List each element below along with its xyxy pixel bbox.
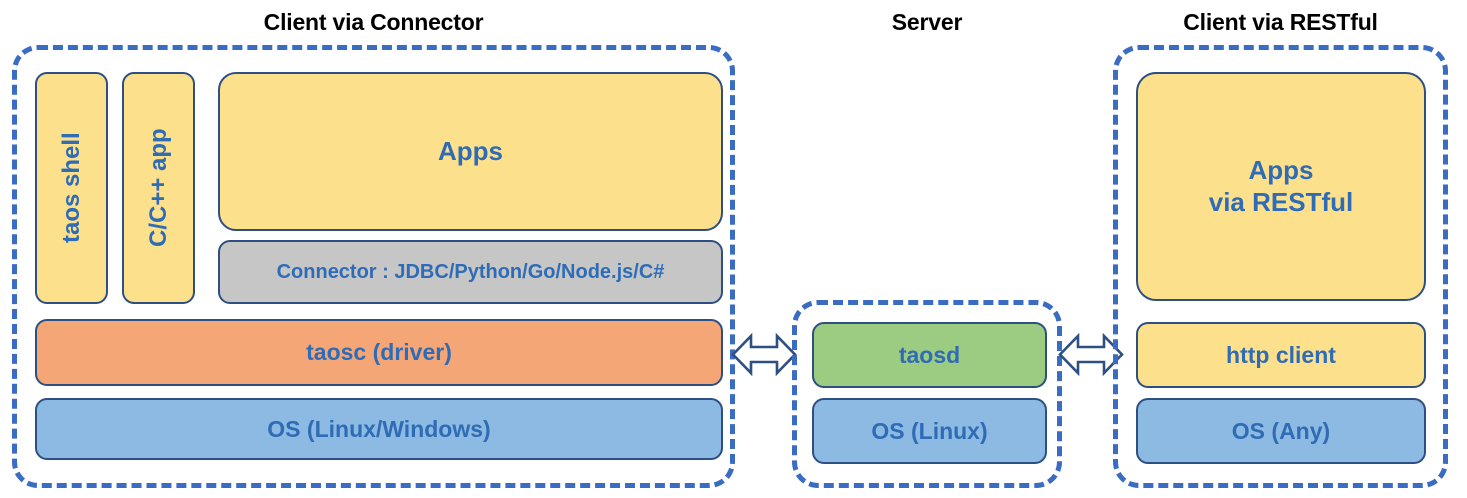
block-taosd[interactable]: taosd xyxy=(812,322,1047,388)
apps-via-restful-line-2: via RESTful xyxy=(1208,186,1354,217)
double-arrow-server-to-restful xyxy=(1058,328,1124,381)
group-client-restful xyxy=(1113,45,1448,488)
caption-client-connector: Client via Connector xyxy=(263,9,484,35)
block-c-cpp-app[interactable]: C/C++ app xyxy=(122,72,195,304)
block-os-linux-windows[interactable]: OS (Linux/Windows) xyxy=(35,398,723,460)
apps-via-restful-line-1: Apps xyxy=(1248,154,1314,185)
double-arrow-client-to-server xyxy=(731,328,797,381)
block-taos-shell[interactable]: taos shell xyxy=(35,72,108,304)
caption-server: Server xyxy=(891,9,963,35)
block-os-any[interactable]: OS (Any) xyxy=(1136,398,1426,464)
block-apps[interactable]: Apps xyxy=(218,72,723,231)
caption-client-restful: Client via RESTful xyxy=(1183,9,1378,35)
group-client-connector xyxy=(12,45,735,488)
group-server xyxy=(792,300,1062,488)
block-http-client[interactable]: http client xyxy=(1136,322,1426,388)
block-os-linux[interactable]: OS (Linux) xyxy=(812,398,1047,464)
block-taosc-driver[interactable]: taosc (driver) xyxy=(35,319,723,386)
block-apps-via-restful[interactable]: Apps via RESTful xyxy=(1136,72,1426,301)
block-connector[interactable]: Connector : JDBC/Python/Go/Node.js/C# xyxy=(218,240,723,304)
